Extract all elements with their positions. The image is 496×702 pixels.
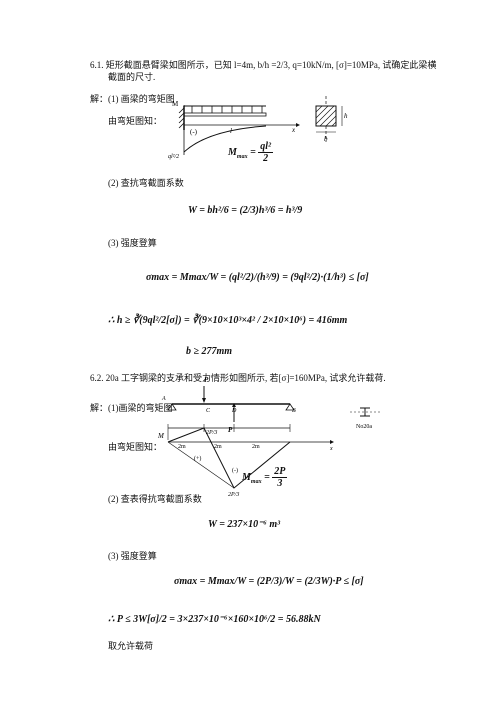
- problem2-heading: 6.2. 20a 工字钢梁的支承和受力情形如图所示, 若[σ]=160MPa, …: [90, 373, 386, 383]
- problem2-step1-note: 由弯矩图知：: [108, 442, 163, 452]
- problem1-step1: (1) 画梁的弯矩图: [108, 94, 175, 104]
- problem1-sigma-equation: σmax = Mmax/W = (ql²/2)/(h³/9) = (9ql²/2…: [146, 272, 369, 283]
- ibeam-figure: P P A C D B M 2P/3 2m 2m 2m (+) (-) x 2P…: [157, 376, 334, 498]
- problem2-step2: (2) 查表得抗弯截面系数: [108, 494, 202, 504]
- problem1-step3: (3) 强度登算: [108, 238, 157, 248]
- problem2-w-equation: W = 237×10⁻⁶ m³: [208, 519, 281, 530]
- problem1-step1-note: 由弯矩图知：: [108, 116, 163, 126]
- fig-2m-2: 2m: [214, 444, 222, 450]
- cantilever-figure: M (-) l x ql²/2: [168, 100, 300, 160]
- fig-x-label: x: [329, 446, 333, 452]
- problem2-step3: (3) 强度登算: [108, 551, 157, 561]
- problem2-step1: (1)画梁的弯矩图: [108, 403, 173, 413]
- fig-b-label: B: [292, 408, 296, 414]
- fig-a-label: A: [161, 396, 166, 402]
- problem1-w-equation: W = bh²/6 = (2/3)h³/6 = h³/9: [188, 205, 303, 216]
- fig-h-label: h: [344, 112, 348, 120]
- fig-l-label: l: [230, 127, 232, 135]
- fig-c-label: C: [206, 408, 211, 414]
- problem1-solution-label: 解：: [90, 94, 109, 104]
- ibeam-section-icon: No20a: [350, 407, 380, 430]
- fig-p-mid: P: [228, 426, 233, 434]
- fig-2m-1: 2m: [178, 444, 186, 450]
- fig-x-label: x: [291, 126, 296, 134]
- fig-b-label: b: [324, 135, 328, 143]
- problem1-h-equation: ∴ h ≥ ∛(9ql²/2[σ]) = ∛(9×10×10³×4² / 2×1…: [108, 315, 348, 326]
- fig-minus-label: (-): [190, 128, 198, 136]
- fig-ql-label: ql²/2: [168, 154, 179, 160]
- problem1-heading-cont: 截面的尺寸.: [108, 72, 156, 82]
- problem2-p-equation: ∴ P ≤ 3W[σ]/2 = 3×237×10⁻⁶×160×10⁶/2 = 5…: [108, 614, 321, 625]
- fig-2m-3: 2m: [252, 444, 260, 450]
- fig-m-label: M: [172, 100, 179, 108]
- fig-2p3-bottom: 2P/3: [228, 492, 239, 498]
- fig-m-label: M: [157, 432, 165, 440]
- problem2-sigma-equation: σmax = Mmax/W = (2P/3)/W = (2/3W)·P ≤ [σ…: [174, 576, 364, 587]
- fig-minus-label: (-): [232, 467, 238, 474]
- fig-d-label: D: [231, 408, 237, 414]
- problem1-b-equation: b ≥ 277mm: [186, 346, 233, 357]
- fig-plus-label: (+): [194, 455, 201, 462]
- fig-2p3-top: 2P/3: [206, 430, 217, 436]
- problem1-step2: (2) 查抗弯截面系数: [108, 178, 184, 188]
- fig-no20a-label: No20a: [356, 424, 372, 430]
- problem2-solution-label: 解：: [90, 403, 109, 413]
- problem2-final: 取允许载荷: [108, 641, 154, 651]
- problem1-heading: 6.1. 矩形截面悬臂梁如图所示，已知 l=4m, b/h =2/3, q=10…: [90, 60, 437, 70]
- cross-section-figure: h b: [315, 96, 348, 143]
- fig-p-top: P: [204, 376, 209, 384]
